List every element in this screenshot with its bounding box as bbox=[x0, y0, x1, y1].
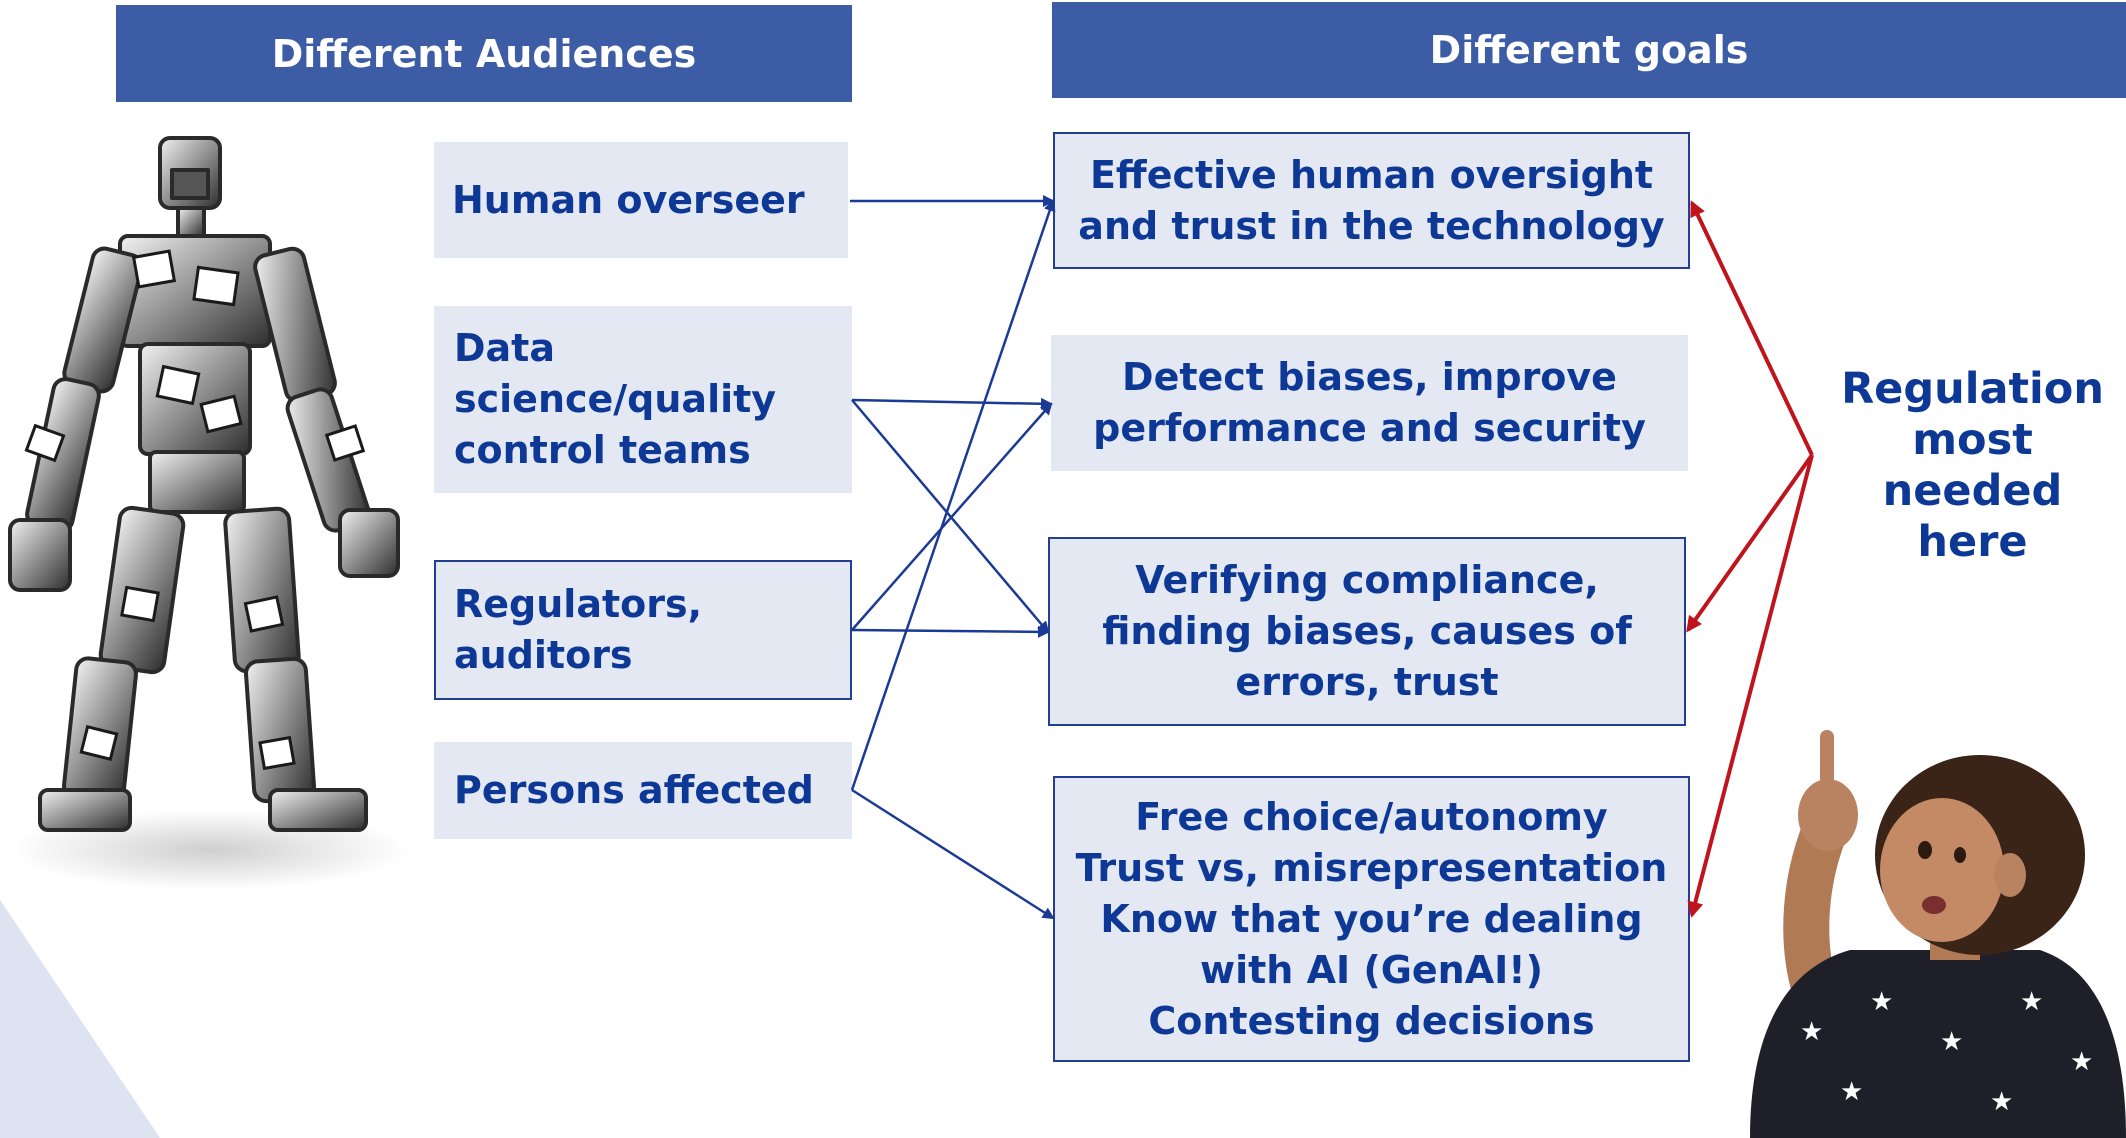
arrow-persons-to-autonomy bbox=[851, 788, 1055, 920]
header-different-audiences: Different Audiences bbox=[116, 5, 852, 102]
svg-text:★: ★ bbox=[1840, 1077, 1863, 1107]
goal-free-choice-autonomy: Free choice/autonomy Trust vs, misrepres… bbox=[1053, 776, 1690, 1062]
arrow-regulators-to-biases bbox=[851, 402, 1053, 631]
arrow-datasci-to-compliance bbox=[851, 399, 1050, 634]
regulation-callout: Regulation most needed here bbox=[1841, 364, 2104, 567]
arrow-persons-to-oversight bbox=[850, 199, 1056, 791]
svg-text:★: ★ bbox=[1940, 1027, 1963, 1057]
red-arrow-to-compliance bbox=[1686, 453, 1814, 633]
audience-data-science-teams: Data science/quality control teams bbox=[434, 306, 852, 493]
svg-text:★: ★ bbox=[1870, 987, 1893, 1017]
header-different-goals: Different goals bbox=[1052, 2, 2126, 98]
red-arrow-to-oversight bbox=[1690, 200, 1814, 456]
child-pointing-image: ★ ★ ★ ★ ★ ★ ★ bbox=[1750, 730, 2126, 1138]
goal-verifying-compliance: Verifying compliance, finding biases, ca… bbox=[1048, 537, 1686, 726]
arrow-regulators-to-compliance bbox=[851, 625, 1050, 638]
audience-regulators-auditors: Regulators, auditors bbox=[434, 560, 852, 700]
audience-human-overseer: Human overseer bbox=[434, 142, 848, 258]
svg-text:★: ★ bbox=[1990, 1087, 2013, 1117]
arrow-datasci-to-biases bbox=[851, 397, 1053, 410]
red-arrow-to-autonomy bbox=[1687, 454, 1814, 918]
goal-effective-oversight: Effective human oversight and trust in t… bbox=[1053, 132, 1690, 269]
goal-detect-biases: Detect biases, improve performance and s… bbox=[1051, 335, 1688, 471]
robot-figure-image bbox=[8, 136, 410, 890]
svg-text:★: ★ bbox=[2020, 987, 2043, 1017]
svg-text:★: ★ bbox=[1800, 1017, 1823, 1047]
audience-persons-affected: Persons affected bbox=[434, 742, 852, 839]
svg-text:★: ★ bbox=[2070, 1047, 2093, 1077]
corner-decoration bbox=[0, 900, 160, 1138]
